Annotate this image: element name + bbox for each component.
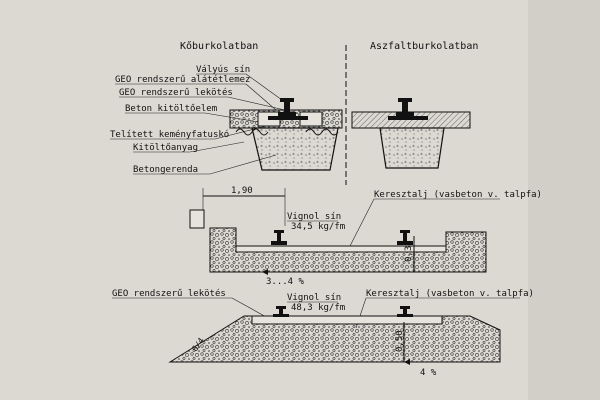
slope-middle: 3...4 % (266, 277, 305, 287)
section-cobblestone: Kőburkolatban Vályús sín GEO rendszerű a… (110, 40, 343, 175)
background-page-text (528, 0, 600, 400)
vignole-rail-bottom-right-icon (397, 306, 413, 317)
label-concrete-filler: Beton kitöltőelem (125, 104, 217, 114)
vignole-rail-right-icon (397, 230, 413, 245)
rail-weight-middle: 34,5 kg/fm (291, 222, 345, 232)
label-geo-fastening: GEO rendszerű lekötés (119, 87, 233, 98)
height-dimension-middle: 0,38 (404, 240, 414, 262)
height-dimension-bottom: 0,50 (395, 330, 405, 352)
label-hardwood-block: Telített keményfatuskó (110, 129, 229, 140)
kerb (189, 209, 205, 229)
rail-name-bottom: Vignol sín (287, 293, 341, 303)
base-plate-asphalt (388, 116, 428, 120)
filler-coil-right (305, 128, 339, 136)
concrete-beam (251, 127, 339, 171)
heading-asphalt: Aszfaltburkolatban (370, 41, 478, 52)
sleeper-middle (235, 245, 447, 253)
sleeper-bottom (251, 315, 443, 325)
base-plate (268, 116, 308, 120)
slope-bottom: 4 % (420, 368, 437, 378)
section-bottom: GEO rendszerű lekötés Vignol sín 48,3 kg… (112, 288, 534, 378)
section-asphalt: Aszfaltburkolatban (351, 41, 478, 169)
fastening-label-bottom: GEO rendszerű lekötés (112, 288, 226, 299)
label-filler-material: Kitöltőanyag (133, 143, 198, 153)
label-grooved-rail: Vályús sín (196, 65, 250, 75)
grooved-rail-asphalt-icon (396, 98, 414, 116)
label-geo-base-plate: GEO rendszerű alátétlemez (115, 74, 250, 85)
vignole-rail-left-icon (271, 230, 287, 245)
concrete-beam-asphalt (379, 127, 445, 169)
vignole-rail-bottom-left-icon (273, 306, 289, 317)
sleeper-label-bottom: Keresztalj (vasbeton v. talpfa) (366, 289, 534, 299)
rail-name-middle: Vignol sín (287, 212, 341, 222)
grooved-rail-icon (278, 98, 296, 116)
heading-cobblestone: Kőburkolatban (180, 40, 258, 52)
rail-weight-bottom: 48,3 kg/fm (291, 303, 345, 313)
sleeper-label-middle: Kereszt­alj (vasbeton v. talpfa) (374, 190, 542, 200)
section-middle: 1,90 Kereszt­alj (vasbeton v. talpfa) Vi… (189, 186, 542, 287)
width-dimension: 1,90 (231, 186, 253, 196)
label-concrete-beam: Betongerenda (133, 165, 198, 175)
filler-coil-left (235, 128, 269, 136)
